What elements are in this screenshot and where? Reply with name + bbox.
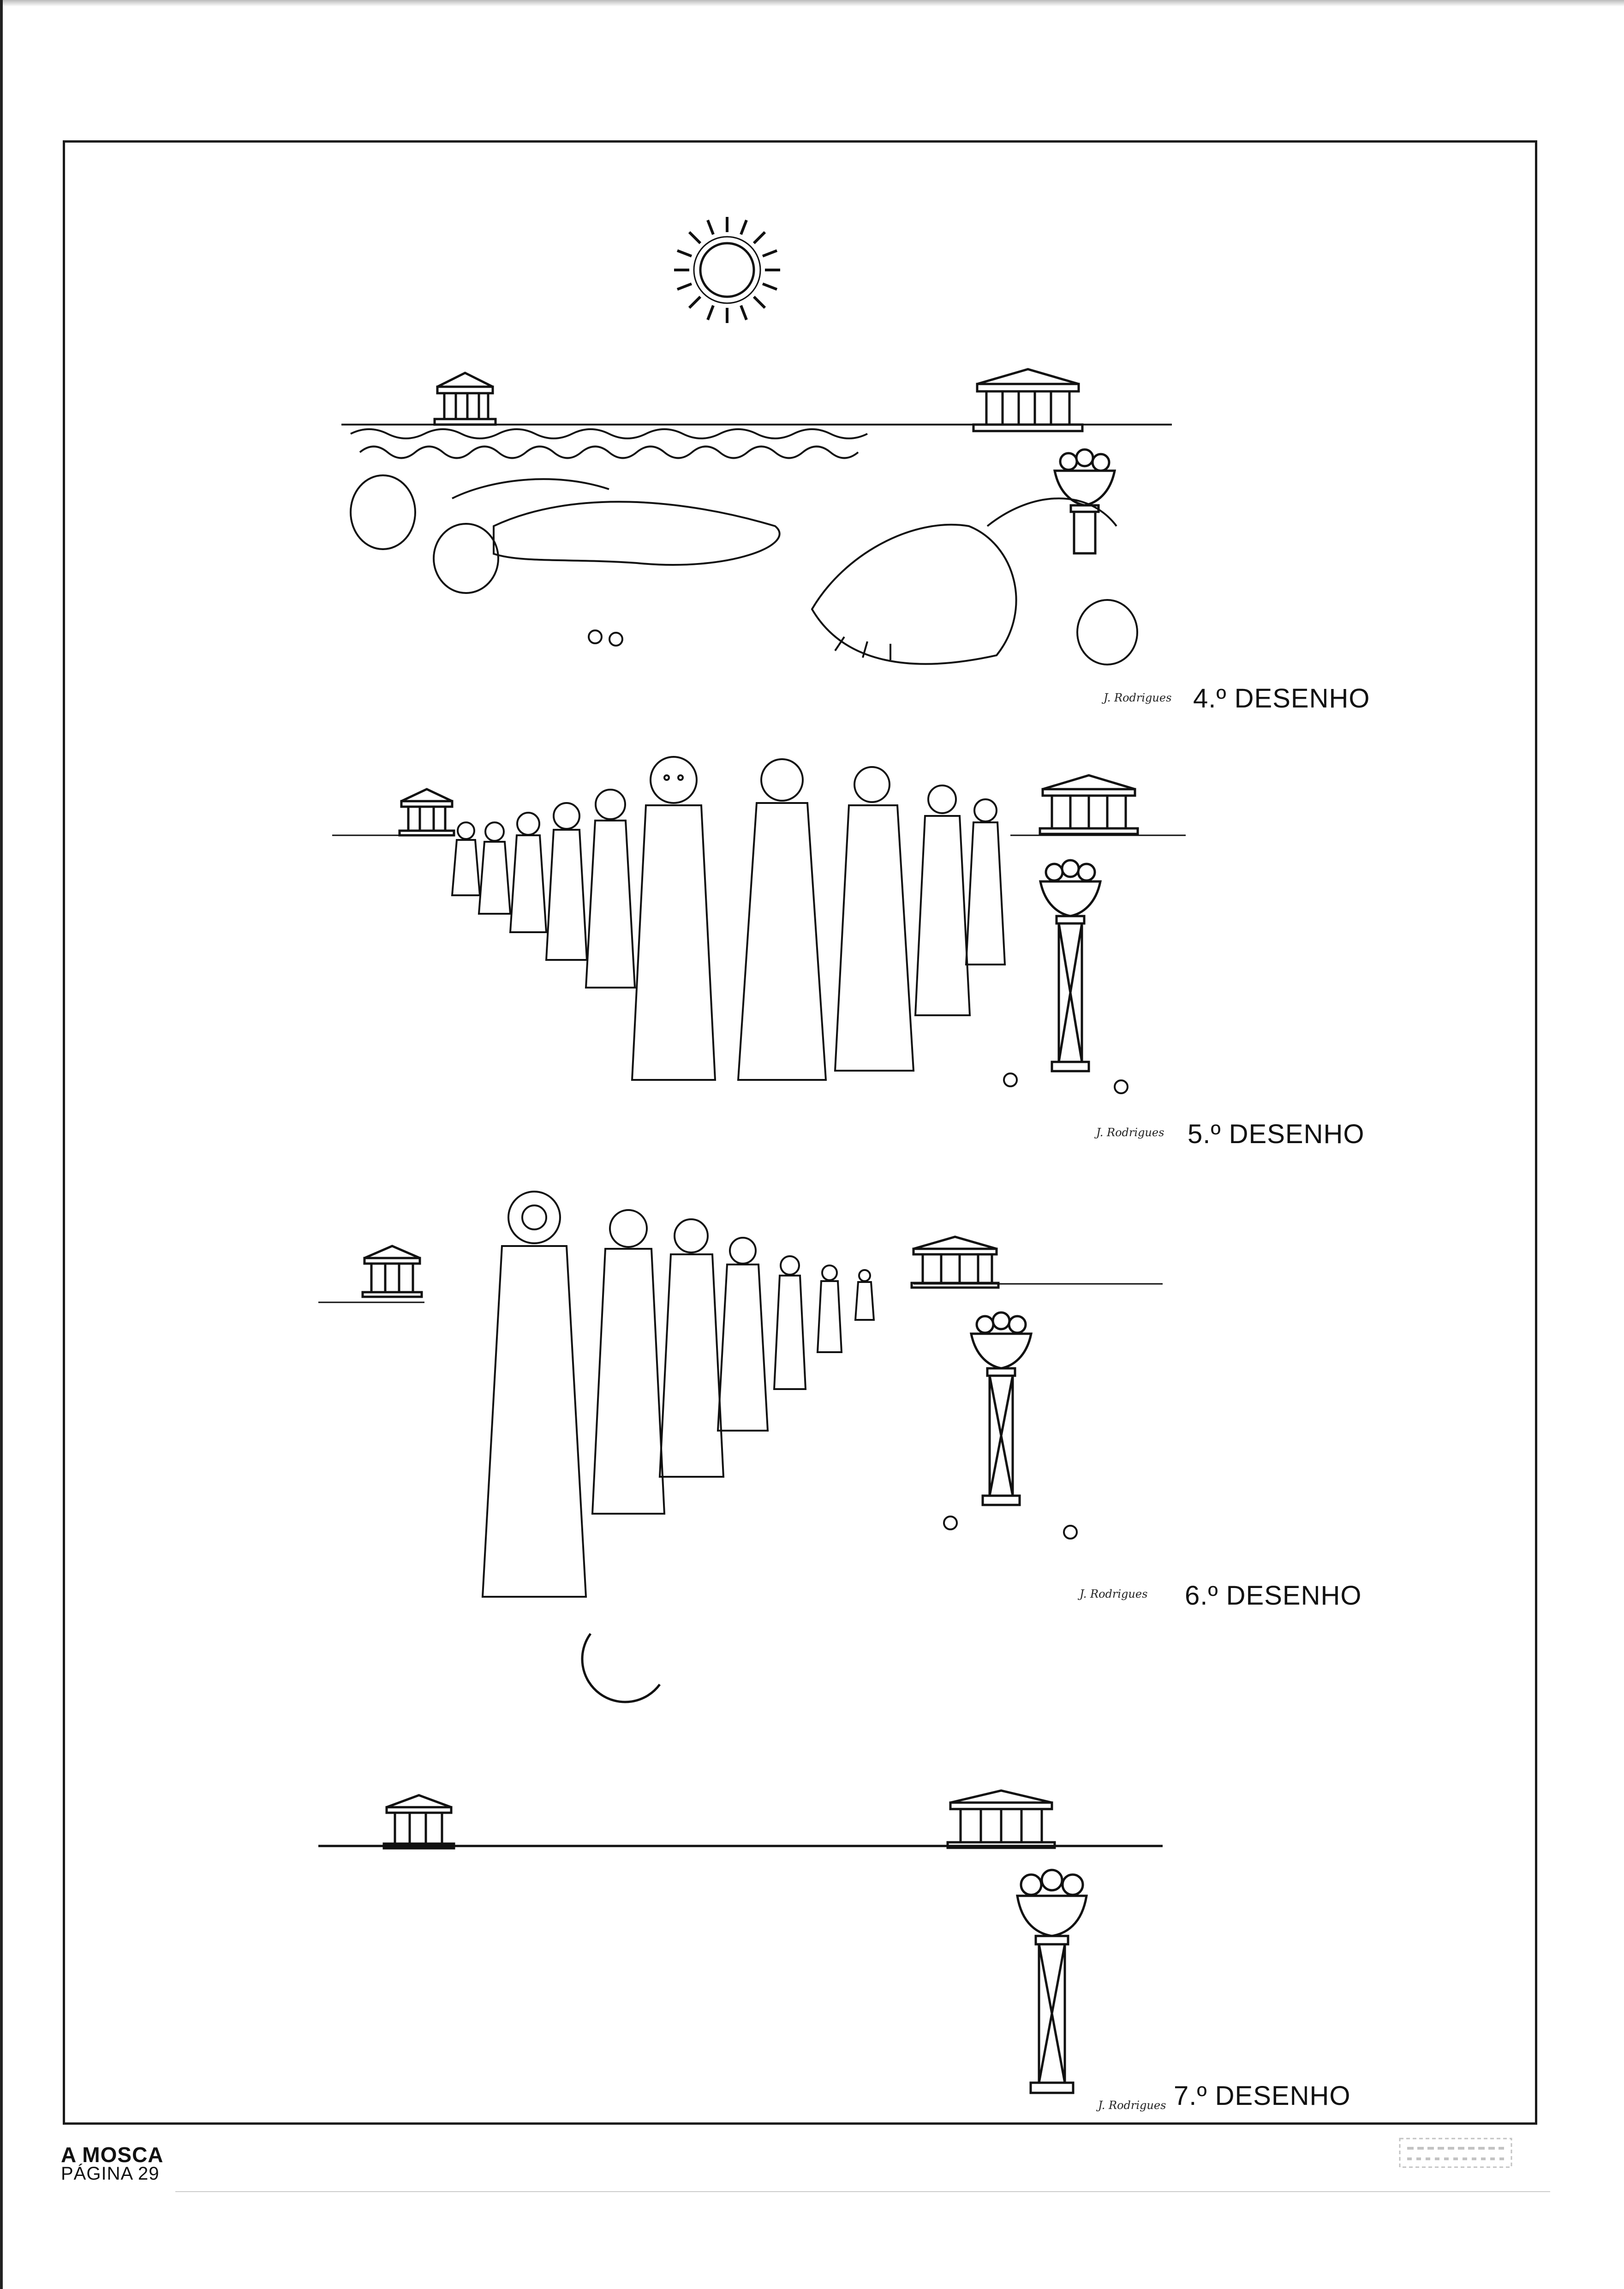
departing-figures xyxy=(481,1191,875,1598)
page-number: PÁGINA 29 xyxy=(61,2163,160,2184)
scattered-flowers xyxy=(1003,1073,1128,1094)
reclining-figures xyxy=(350,428,1138,665)
sun-icon xyxy=(674,217,780,323)
flower-urn-pedestal-icon xyxy=(1053,448,1116,555)
bottom-rule xyxy=(175,2191,1550,2192)
drawing-5-panel xyxy=(318,729,1195,1144)
greek-temple-icon xyxy=(382,1794,455,1850)
artist-signature-4: J. Rodrigues xyxy=(1104,691,1172,704)
scan-top-edge xyxy=(0,0,1624,6)
greek-temple-icon xyxy=(972,368,1084,432)
drawing-5-illustration xyxy=(332,756,1186,1094)
scattered-flowers xyxy=(943,1516,1078,1540)
procession-figures xyxy=(451,756,1006,1081)
crescent-moon-icon xyxy=(581,1633,661,1703)
greek-temple-icon xyxy=(398,788,455,837)
flower-urn-pedestal-icon xyxy=(1039,859,1102,1073)
drawing-6-illustration xyxy=(318,1191,1163,1598)
flower-urn-pedestal-icon xyxy=(1016,1869,1088,2094)
drawing-7-caption: 7.º DESENHO xyxy=(1174,2081,1351,2111)
greek-temple-icon xyxy=(433,372,497,426)
drawing-6-caption: 6.º DESENHO xyxy=(1185,1581,1362,1611)
greek-temple-icon xyxy=(910,1235,1000,1289)
drawing-5-caption: 5.º DESENHO xyxy=(1188,1119,1365,1149)
drawing-7-illustration xyxy=(318,1633,1163,2094)
drawing-4-illustration xyxy=(341,217,1172,665)
page-frame xyxy=(63,140,1537,2125)
drawing-7-panel xyxy=(314,1606,1190,2123)
drawing-6-panel xyxy=(314,1163,1190,1606)
artist-signature-5: J. Rodrigues xyxy=(1096,1126,1164,1139)
drawing-4-panel xyxy=(314,194,1190,701)
scattered-flowers xyxy=(588,629,623,647)
greek-temple-icon xyxy=(361,1245,423,1298)
greek-temple-icon xyxy=(946,1789,1056,1849)
scan-left-edge xyxy=(0,0,3,2289)
greek-temple-icon xyxy=(1039,774,1139,835)
publication-name: A MOSCA xyxy=(61,2143,164,2167)
drawing-4-caption: 4.º DESENHO xyxy=(1193,683,1370,713)
artist-signature-7: J. Rodrigues xyxy=(1098,2099,1166,2112)
faded-stamp-icon xyxy=(1399,2138,1512,2168)
flower-urn-pedestal-icon xyxy=(969,1311,1033,1506)
artist-signature-6: J. Rodrigues xyxy=(1080,1588,1148,1600)
